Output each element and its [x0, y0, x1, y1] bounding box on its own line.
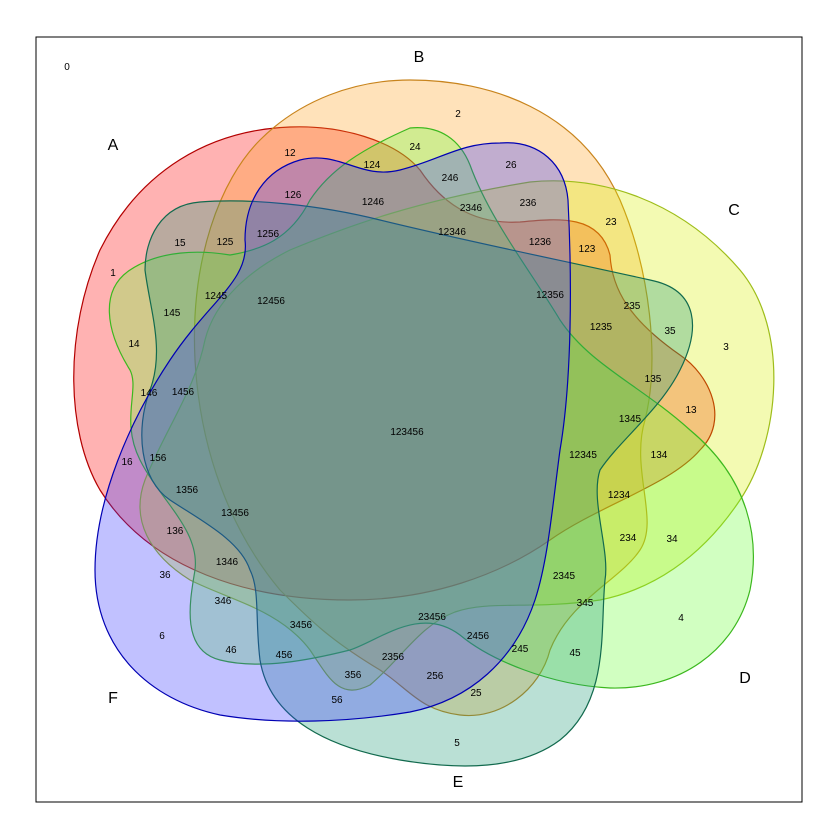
region-label-23456: 23456 — [418, 612, 446, 623]
set-shape-a — [73, 126, 716, 601]
set-shape-c — [139, 180, 775, 691]
region-label-123456: 123456 — [390, 427, 424, 438]
set-label-a: A — [108, 137, 119, 154]
region-label-234: 234 — [620, 533, 637, 544]
region-label-56: 56 — [331, 695, 343, 706]
region-label-1246: 1246 — [362, 197, 385, 208]
region-label-134: 134 — [651, 450, 668, 461]
region-label-124: 124 — [364, 160, 381, 171]
set-shapes — [73, 79, 775, 767]
region-label-245: 245 — [512, 644, 529, 655]
set-label-c: C — [728, 202, 740, 219]
region-label-13456: 13456 — [221, 508, 249, 519]
region-label-15: 15 — [174, 238, 186, 249]
region-label-6: 6 — [159, 631, 165, 642]
region-label-345: 345 — [577, 598, 594, 609]
region-label-2: 2 — [455, 109, 461, 120]
region-label-36: 36 — [159, 570, 171, 581]
region-label-1235: 1235 — [590, 322, 613, 333]
region-label-12456: 12456 — [257, 296, 285, 307]
region-label-125: 125 — [217, 237, 234, 248]
region-label-13: 13 — [685, 405, 697, 416]
set-shape-f — [94, 142, 571, 722]
region-label-2345: 2345 — [553, 571, 576, 582]
region-label-12356: 12356 — [536, 290, 564, 301]
region-label-1456: 1456 — [172, 387, 195, 398]
region-label-123: 123 — [579, 244, 596, 255]
region-label-1345: 1345 — [619, 414, 642, 425]
set-shape-e — [141, 200, 694, 767]
region-label-2356: 2356 — [382, 652, 405, 663]
region-label-12346: 12346 — [438, 227, 466, 238]
region-label-156: 156 — [150, 453, 167, 464]
region-label-1256: 1256 — [257, 229, 280, 240]
region-label-5: 5 — [454, 738, 460, 749]
region-label-2346: 2346 — [460, 203, 483, 214]
region-label-3: 3 — [723, 342, 729, 353]
set-label-e: E — [453, 774, 464, 791]
region-label-1234: 1234 — [608, 490, 631, 501]
region-label-4: 4 — [678, 613, 684, 624]
set-shape-d — [108, 127, 754, 689]
region-label-235: 235 — [624, 301, 641, 312]
region-label-1236: 1236 — [529, 237, 552, 248]
set-label-d: D — [739, 670, 751, 687]
region-label-34: 34 — [666, 534, 678, 545]
region-label-2456: 2456 — [467, 631, 490, 642]
region-label-356: 356 — [345, 670, 362, 681]
set-label-b: B — [414, 49, 425, 66]
region-label-46: 46 — [225, 645, 237, 656]
region-label-45: 45 — [569, 648, 581, 659]
region-label-456: 456 — [276, 650, 293, 661]
region-label-146: 146 — [141, 388, 158, 399]
region-label-12345: 12345 — [569, 450, 597, 461]
region-label-26: 26 — [505, 160, 517, 171]
region-label-23: 23 — [605, 217, 617, 228]
region-label-1245: 1245 — [205, 291, 228, 302]
set-labels: A B C D E F — [108, 49, 751, 791]
region-label-12: 12 — [284, 148, 296, 159]
region-label-135: 135 — [645, 374, 662, 385]
region-label-25: 25 — [470, 688, 482, 699]
region-labels: 1234561213141516232425263435364546561231… — [110, 109, 729, 749]
region-label-346: 346 — [215, 596, 232, 607]
region-label-1356: 1356 — [176, 485, 199, 496]
region-label-145: 145 — [164, 308, 181, 319]
region-label-3456: 3456 — [290, 620, 313, 631]
region-label-1346: 1346 — [216, 557, 239, 568]
outside-region-label: 0 — [64, 62, 70, 73]
region-label-16: 16 — [121, 457, 133, 468]
region-label-35: 35 — [664, 326, 676, 337]
region-label-126: 126 — [285, 190, 302, 201]
region-label-236: 236 — [520, 198, 537, 209]
region-label-136: 136 — [167, 526, 184, 537]
set-shape-b — [193, 79, 653, 717]
region-label-24: 24 — [409, 142, 421, 153]
region-label-256: 256 — [427, 671, 444, 682]
set-label-f: F — [108, 690, 118, 707]
region-label-14: 14 — [128, 339, 140, 350]
region-label-1: 1 — [110, 268, 116, 279]
region-label-246: 246 — [442, 173, 459, 184]
